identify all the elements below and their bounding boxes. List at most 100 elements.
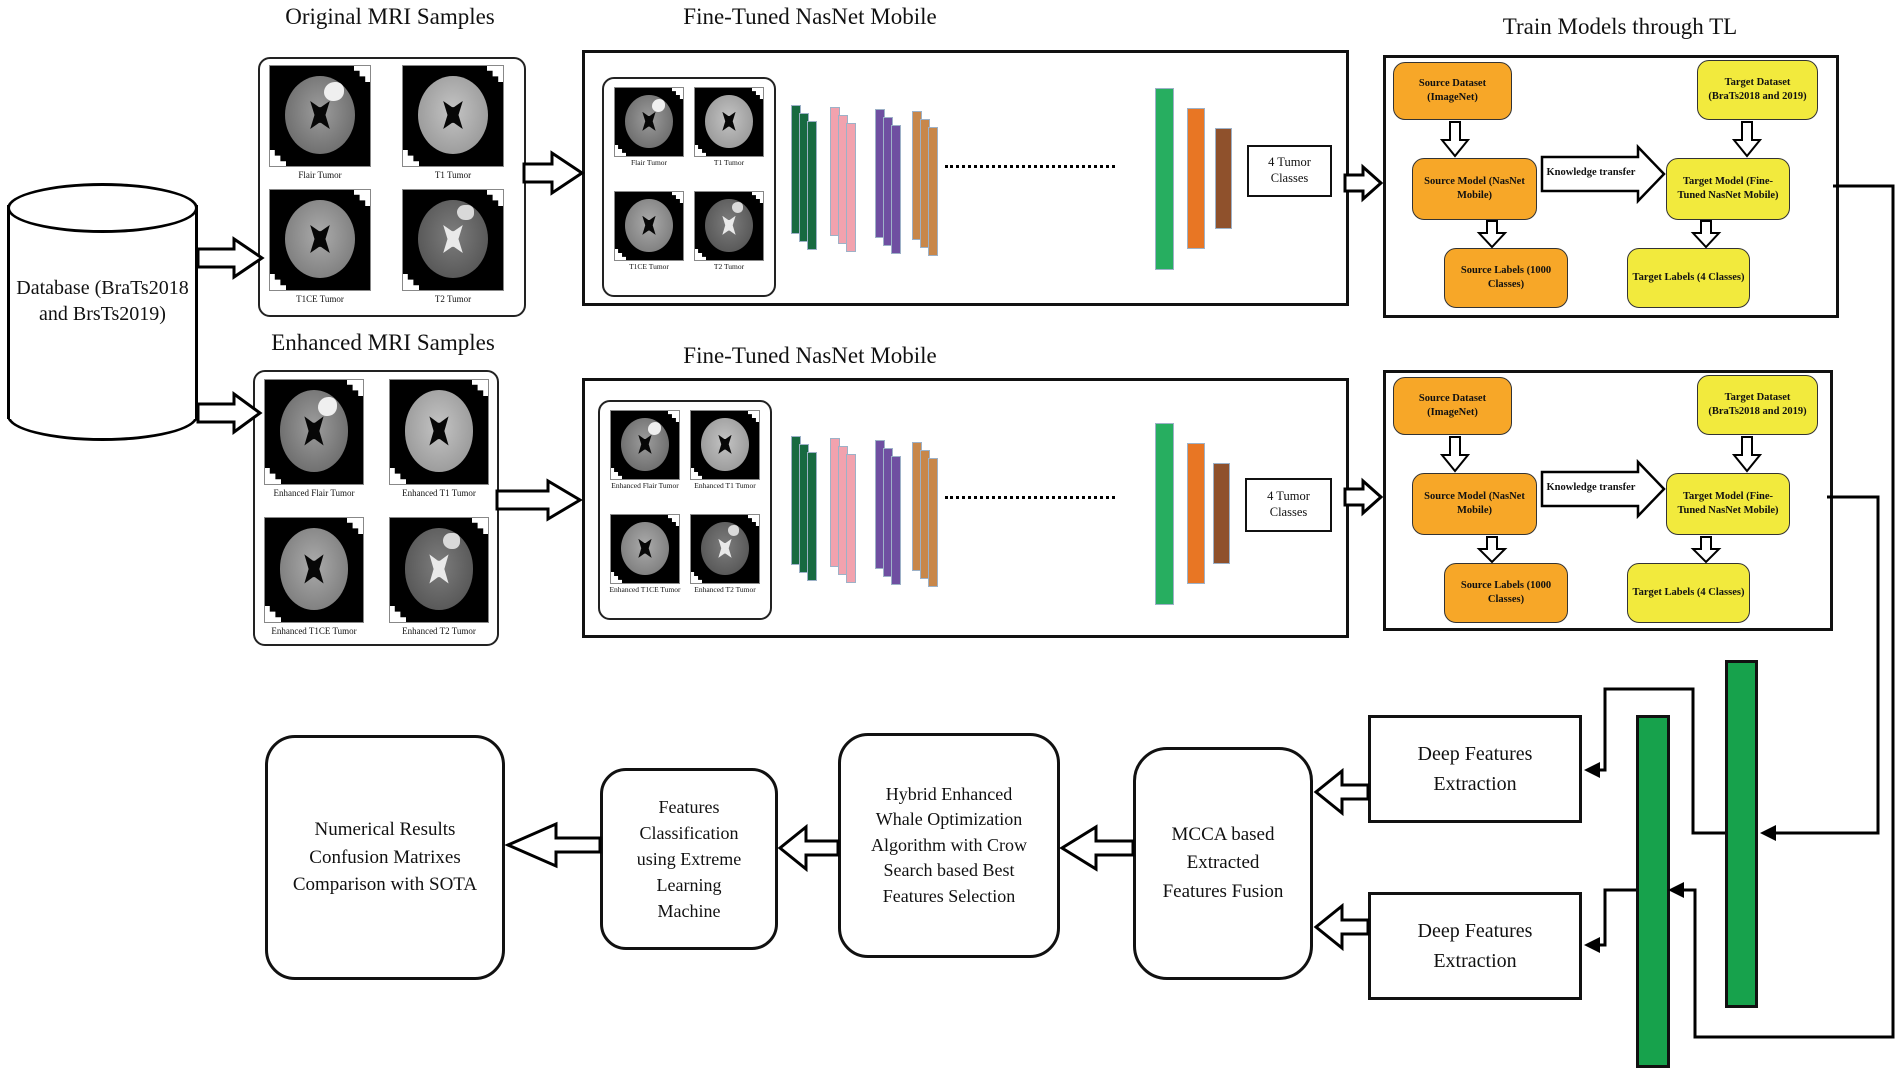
mri-sample-cell: Enhanced Flair Tumor (264, 379, 364, 499)
wire-arrowhead-icon (1584, 937, 1600, 953)
fc-layer-green-bar (1155, 423, 1174, 605)
deep-features-bottom-box: Deep Features Extraction (1368, 892, 1582, 1000)
mri-sample-label: Enhanced T1 Tumor (694, 481, 756, 490)
mri-sample-cell: T2 Tumor (402, 189, 504, 305)
fc-layer-brown-bar (1213, 463, 1230, 564)
mri-thumbnail (402, 189, 504, 291)
corner-step-icon (354, 190, 370, 206)
corner-step-icon (672, 88, 683, 99)
corner-step-icon (748, 411, 759, 422)
mri-sample-label: Enhanced T2 Tumor (402, 626, 476, 636)
knowledge-transfer-label-top: Knowledge transfer (1546, 167, 1636, 178)
brain-illustration (418, 76, 488, 154)
source-model-box-bottom: Source Model (NasNet Mobile) (1412, 473, 1537, 535)
mri-sample-cell: Enhanced Flair Tumor (608, 410, 682, 491)
mri-thumbnail (690, 410, 760, 480)
corner-step-icon (615, 249, 626, 260)
nasnet-bottom-title: Fine-Tuned NasNet Mobile (683, 343, 937, 368)
mri-sample-cell: Enhanced T2 Tumor (688, 514, 762, 595)
mcca-fusion-label: MCCA based Extracted Features Fusion (1162, 823, 1284, 902)
mri-sample-label: T2 Tumor (713, 262, 745, 271)
feature-vector-bar-left (1636, 715, 1670, 1068)
hybrid-optimization-box: Hybrid Enhanced Whale Optimization Algor… (838, 733, 1060, 958)
enhanced-samples-panel: Enhanced Flair Tumor Enhanced T1 Tumor E… (253, 370, 499, 646)
nasnet-bottom-sample-card: Enhanced Flair Tumor Enhanced T1 Tumor E… (598, 400, 772, 620)
mri-sample-label: Enhanced T1 Tumor (402, 488, 476, 498)
cnn-layer-group-pink (830, 438, 856, 583)
cnn-layer-group-pink (830, 107, 856, 252)
database-label: Database (BraTs2018 and BrsTs2019) (16, 277, 189, 325)
mri-thumbnail (694, 87, 764, 157)
mri-sample-cell: T1CE Tumor (612, 191, 686, 272)
mri-thumbnail (614, 87, 684, 157)
corner-step-icon (691, 572, 702, 583)
fc-layer-orange-bar (1187, 108, 1205, 249)
deep-features-top-box: Deep Features Extraction (1368, 715, 1582, 823)
brain-illustration (621, 521, 669, 575)
corner-step-icon (668, 411, 679, 422)
ellipsis-layers-icon (945, 165, 1115, 168)
mri-sample-cell: Enhanced T1CE Tumor (608, 514, 682, 595)
arrow-db-to-original-icon (196, 236, 265, 280)
brain-illustration (625, 94, 673, 148)
cnn-layer-group-purple (875, 440, 901, 585)
brain-illustration (279, 390, 349, 472)
corner-step-icon (748, 515, 759, 526)
source-dataset-box-bottom: Source Dataset (ImageNet) (1393, 377, 1512, 435)
source-model-box-top: Source Model (NasNet Mobile) (1412, 158, 1537, 220)
brain-illustration (404, 528, 474, 610)
fc-layer-green-bar (1155, 88, 1174, 270)
mri-sample-cell: T1CE Tumor (269, 189, 371, 305)
nasnet-top-sample-card: Flair Tumor T1 Tumor T1CE Tumor T2 Tumor (602, 77, 776, 297)
results-label: Numerical Results Confusion Matrixes Com… (292, 819, 478, 896)
mri-thumbnail (264, 517, 364, 623)
mri-sample-cell: Flair Tumor (269, 65, 371, 181)
brain-illustration (701, 521, 749, 575)
brain-illustration (404, 390, 474, 472)
mri-thumbnail (690, 514, 760, 584)
source-dataset-box-top: Source Dataset (ImageNet) (1393, 62, 1512, 120)
mri-sample-label: Enhanced T1CE Tumor (271, 626, 357, 636)
mri-thumbnail (269, 65, 371, 167)
tumor-classes-box-top: 4 Tumor Classes (1247, 145, 1332, 197)
arrow-enhanced-to-nasnet-icon (495, 478, 583, 522)
mri-thumbnail (614, 191, 684, 261)
cnn-layer-group-green (791, 105, 817, 250)
nasnet-top-title: Fine-Tuned NasNet Mobile (683, 4, 937, 29)
database-cylinder: Database (BraTs2018 and BrsTs2019) (7, 183, 198, 441)
corner-step-icon (270, 274, 286, 290)
feature-vector-bar-right (1725, 660, 1758, 1008)
cnn-layer-group-tan (912, 442, 938, 587)
brain-illustration (285, 76, 355, 154)
corner-step-icon (270, 150, 286, 166)
mri-thumbnail (389, 517, 489, 623)
wire-arrowhead-icon (1668, 882, 1684, 898)
mri-thumbnail (610, 410, 680, 480)
mri-sample-cell: Enhanced T2 Tumor (389, 517, 489, 637)
corner-step-icon (668, 515, 679, 526)
corner-step-icon (691, 468, 702, 479)
brain-illustration (279, 528, 349, 610)
mri-thumbnail (610, 514, 680, 584)
cnn-layer-group-green (791, 436, 817, 581)
ellipsis-layers-icon (945, 496, 1115, 499)
elm-box: Features Classification using Extreme Le… (600, 768, 778, 950)
arrow-nasnet-to-tl-top-icon (1343, 163, 1384, 203)
corner-step-icon (752, 88, 763, 99)
cylinder-body (7, 205, 198, 419)
brain-illustration (701, 417, 749, 471)
target-model-box-bottom: Target Model (Fine-Tuned NasNet Mobile) (1666, 473, 1790, 535)
corner-step-icon (695, 249, 706, 260)
corner-step-icon (472, 518, 488, 534)
corner-step-icon (354, 66, 370, 82)
mri-sample-label: Flair Tumor (298, 170, 342, 180)
target-labels-box-bottom: Target Labels (4 Classes) (1627, 563, 1750, 623)
corner-step-icon (390, 606, 406, 622)
mri-thumbnail (694, 191, 764, 261)
corner-step-icon (390, 468, 406, 484)
wire-arrowhead-icon (1760, 825, 1776, 841)
arrow-mcca-to-hybrid-icon (1059, 824, 1135, 872)
mri-sample-cell: Enhanced T1 Tumor (389, 379, 489, 499)
mri-sample-label: T1CE Tumor (296, 294, 344, 304)
corner-step-icon (611, 468, 622, 479)
